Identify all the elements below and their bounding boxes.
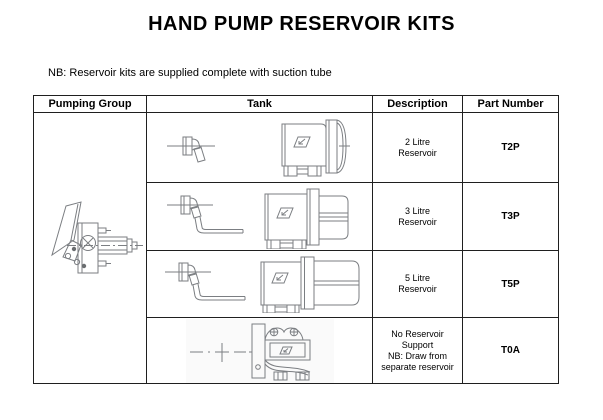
pumping-group-cell xyxy=(33,112,147,384)
table-row: 5 Litre Reservoir T5P xyxy=(34,250,559,318)
reservoir-kits-table: Pumping Group Tank Description Part Numb… xyxy=(33,95,559,384)
page-title: HAND PUMP RESERVOIR KITS xyxy=(148,13,455,35)
part-number-cell: T2P xyxy=(462,112,559,183)
header-part-number: Part Number xyxy=(462,95,559,113)
table-header-row: Pumping Group Tank Description Part Numb… xyxy=(33,95,559,113)
tank-cell-3-litre xyxy=(146,182,373,251)
description-cell: No Reservoir Support NB: Draw from separ… xyxy=(372,317,463,384)
description-text: 2 Litre Reservoir xyxy=(398,136,437,158)
note-text: NB: Reservoir kits are supplied complete… xyxy=(48,67,332,79)
mounting-bracket-drawing xyxy=(185,318,334,383)
header-pumping-group: Pumping Group xyxy=(33,95,147,113)
tank-cell-5-litre xyxy=(146,250,373,318)
elbow-fitting-tube-drawing xyxy=(167,195,244,233)
elbow-fitting-drawing xyxy=(167,136,215,163)
reservoir-5l-drawing xyxy=(260,256,360,313)
description-text: 5 Litre Reservoir xyxy=(398,273,437,294)
description-cell: 2 Litre Reservoir xyxy=(372,112,463,183)
reservoir-3l-drawing xyxy=(264,188,349,249)
hand-pump-drawing xyxy=(51,201,143,274)
table-row: 3 Litre Reservoir T3P xyxy=(34,182,559,251)
tank-cell-2-litre xyxy=(146,112,373,183)
table-row: 2 Litre Reservoir T2P xyxy=(33,112,559,384)
part-number-cell: T5P xyxy=(462,250,559,318)
header-tank: Tank xyxy=(146,95,373,113)
description-note: NB: Draw from separate reservoir xyxy=(381,350,454,372)
reservoir-2l-drawing xyxy=(281,119,350,176)
part-number-cell: T0A xyxy=(462,317,559,384)
description-text: No Reservoir Support xyxy=(391,328,444,350)
description-cell: 5 Litre Reservoir xyxy=(372,250,463,318)
tank-cell-no-reservoir xyxy=(146,317,373,384)
table-row: No Reservoir Support NB: Draw from separ… xyxy=(34,317,559,384)
elbow-fitting-tube-drawing xyxy=(165,262,246,301)
part-number-cell: T3P xyxy=(462,182,559,251)
header-description: Description xyxy=(372,95,463,113)
description-cell: 3 Litre Reservoir xyxy=(372,182,463,251)
description-text: 3 Litre Reservoir xyxy=(398,205,437,227)
